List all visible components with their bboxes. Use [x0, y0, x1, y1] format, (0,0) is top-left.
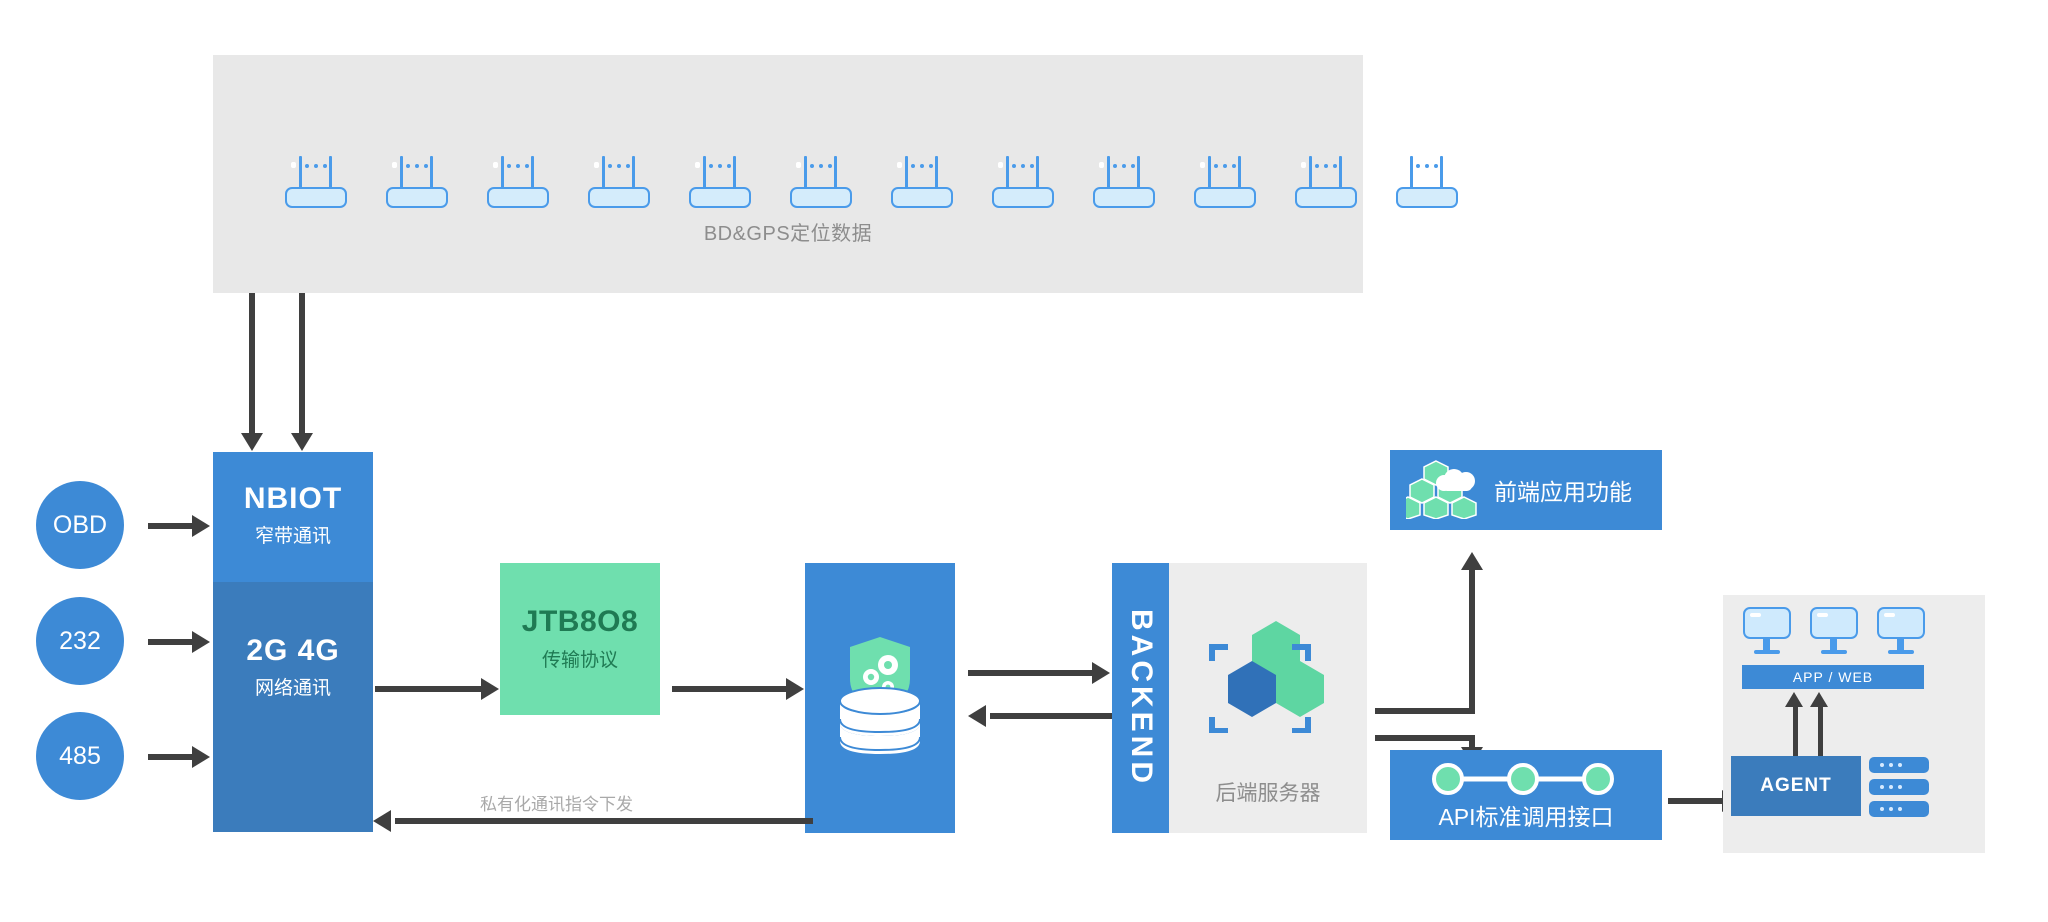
port-circle-485[interactable]: 485: [36, 712, 124, 800]
arrow-devices-to-nbiot-1: [241, 293, 263, 453]
device-panel: BD&GPS定位数据: [213, 55, 1458, 293]
router-icon: [1396, 156, 1458, 208]
arrow-232-to-comm: [148, 631, 210, 653]
storage-box[interactable]: [805, 563, 955, 833]
router-icon: [588, 156, 650, 208]
server-rack-1: [1869, 757, 1929, 773]
router-icon: [1093, 156, 1155, 208]
port-label-232: 232: [59, 626, 101, 655]
arrow-downlink-command: [373, 810, 813, 832]
downlink-command-label: 私有化通讯指令下发: [480, 795, 633, 814]
port-label-485: 485: [59, 741, 101, 770]
server-rack-3: [1869, 801, 1929, 817]
agent-panel: APP / WEB AGENT: [1723, 595, 1985, 853]
router-row: [213, 55, 1458, 293]
protocol-title: JTB8O8: [521, 605, 639, 638]
router-icon: [1194, 156, 1256, 208]
arrow-obd-to-comm: [148, 515, 210, 537]
agent-box[interactable]: AGENT: [1731, 756, 1861, 816]
backend-box[interactable]: BACKEND 后端服务器: [1112, 563, 1367, 833]
monitor-icon-1: [1743, 607, 1791, 657]
port-label-obd: OBD: [52, 510, 108, 539]
router-icon: [689, 156, 751, 208]
arrow-comm-to-protocol: [375, 678, 505, 700]
api-box[interactable]: API标准调用接口: [1390, 750, 1662, 840]
protocol-box[interactable]: JTB8O8 传输协议: [500, 563, 660, 715]
backend-label: 后端服务器: [1215, 782, 1321, 805]
backend-strip: BACKEND: [1112, 563, 1169, 833]
comm-nbiot-title: NBIOT: [243, 482, 343, 515]
arrow-devices-to-nbiot-2: [291, 293, 313, 453]
port-circle-232[interactable]: 232: [36, 597, 124, 685]
device-panel-label: BD&GPS定位数据: [703, 223, 873, 245]
comm-cellular-subtitle: 网络通讯: [254, 678, 331, 699]
server-rack-2: [1869, 779, 1929, 795]
api-label: API标准调用接口: [1438, 804, 1614, 830]
arrow-protocol-to-storage: [672, 678, 812, 700]
arrow-agent-to-appweb-1: [1785, 692, 1803, 758]
monitor-icon-3: [1877, 607, 1925, 657]
arrow-storage-to-backend: [968, 662, 1118, 684]
appweb-bar[interactable]: APP / WEB: [1742, 665, 1924, 689]
router-icon: [992, 156, 1054, 208]
communication-stack: NBIOT 窄带通讯 2G 4G 网络通讯: [213, 452, 373, 832]
frontend-box[interactable]: 前端应用功能: [1390, 450, 1662, 530]
arrow-backend-to-storage: [968, 705, 1118, 727]
protocol-subtitle: 传输协议: [541, 650, 618, 671]
comm-cell-nbiot[interactable]: NBIOT 窄带通讯: [213, 452, 373, 582]
api-nodes-icon: [1428, 762, 1618, 796]
router-icon: [285, 156, 347, 208]
comm-cell-cellular[interactable]: 2G 4G 网络通讯: [213, 582, 373, 832]
frontend-label: 前端应用功能: [1494, 479, 1632, 505]
comm-cellular-title: 2G 4G: [246, 634, 340, 667]
arrow-485-to-comm: [148, 746, 210, 768]
router-icon: [790, 156, 852, 208]
backend-vertical-label: BACKEND: [1124, 609, 1158, 787]
arrow-backend-to-frontend: [1375, 548, 1505, 718]
secure-database-icon: [830, 631, 930, 761]
hexagon-cluster-icon: [1204, 613, 1324, 734]
comm-nbiot-subtitle: 窄带通讯: [254, 526, 331, 547]
arrow-agent-to-appweb-2: [1810, 692, 1828, 758]
router-icon: [487, 156, 549, 208]
router-icon: [386, 156, 448, 208]
port-circle-obd[interactable]: OBD: [36, 481, 124, 569]
monitor-icon-2: [1810, 607, 1858, 657]
router-icon: [1295, 156, 1357, 208]
cloud-cubes-icon: [1395, 457, 1484, 524]
router-icon: [891, 156, 953, 208]
